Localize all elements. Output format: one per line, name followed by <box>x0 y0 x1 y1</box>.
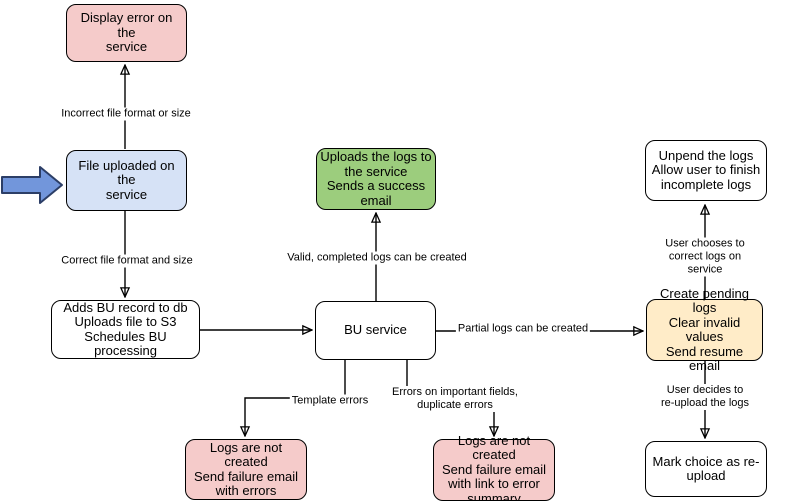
node-create-pending-logs: Create pending logs Clear invalid values… <box>646 286 763 373</box>
node-fail-email-link-summary: Logs are not created Send failure email … <box>433 433 555 501</box>
edge-label-important-fields: Errors on important fields, duplicate er… <box>390 386 520 412</box>
node-mark-reupload: Mark choice as re- upload <box>645 441 767 497</box>
node-display-error: Display error on the service <box>66 4 187 62</box>
edge-label-incorrect-format: Incorrect file format or size <box>59 107 193 121</box>
edge-label-template-errors: Template errors <box>289 394 371 408</box>
input-arrow-icon <box>1 166 63 204</box>
node-uploads-logs-success: Uploads the logs to the service Sends a … <box>316 148 436 210</box>
edge-label-valid-completed: Valid, completed logs can be created <box>285 251 469 265</box>
node-unpend-logs: Unpend the logs Allow user to finish inc… <box>645 140 767 201</box>
edge-label-correct-format: Correct file format and size <box>59 254 195 268</box>
edge-label-partial-logs: Partial logs can be created <box>455 322 591 336</box>
edge-label-user-correct: User chooses to correct logs on service <box>657 237 753 277</box>
node-adds-bu-record: Adds BU record to db Uploads file to S3 … <box>51 300 200 359</box>
node-fail-email-errors: Logs are not created Send failure email … <box>185 439 307 500</box>
node-bu-service: BU service <box>315 301 436 360</box>
node-file-uploaded: File uploaded on the service <box>66 150 187 211</box>
edge-label-user-reupload: User decides to re-upload the logs <box>657 384 753 410</box>
